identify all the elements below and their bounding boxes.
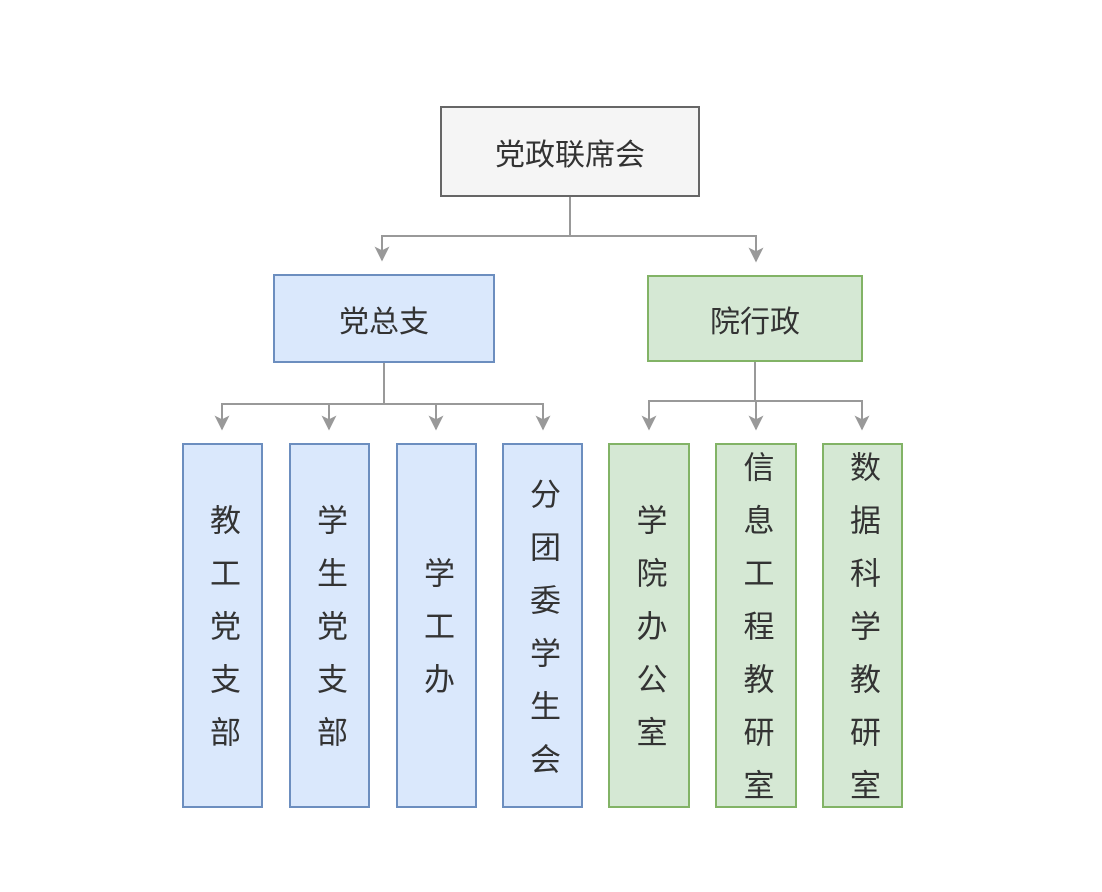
node-data-science-teaching-office-label: 数据科学教研室 (845, 451, 880, 822)
node-party-general-branch: 党总支 (273, 274, 495, 363)
edge-root-to-administration (569, 197, 764, 263)
node-party-general-branch-label: 党总支 (339, 305, 429, 339)
node-student-affairs-office-label: 学工办 (419, 557, 454, 716)
node-youth-league-student-union: 分团委学生会 (502, 443, 583, 808)
node-student-affairs-office: 学工办 (396, 443, 477, 808)
edge-admin-to-data-science (754, 362, 870, 431)
node-student-party-branch: 学生党支部 (289, 443, 370, 808)
node-college-office: 学院办公室 (608, 443, 690, 808)
edge-admin-to-college-office (641, 362, 756, 431)
node-college-office-label: 学院办公室 (631, 504, 667, 769)
node-information-engineering-teaching-office-label: 信息工程教研室 (738, 451, 774, 822)
edge-party-to-youth-league-student-union (383, 363, 551, 431)
node-college-administration-label: 院行政 (710, 305, 800, 339)
edge-party-to-student-party-branch (321, 363, 385, 431)
edge-party-to-faculty-party-branch (214, 363, 385, 431)
edge-root-to-party-branch (374, 197, 571, 262)
node-youth-league-student-union-label: 分团委学生会 (525, 477, 560, 796)
node-joint-meeting-label: 党政联席会 (495, 138, 645, 172)
edge-party-to-student-affairs-office (383, 363, 444, 431)
node-student-party-branch-label: 学生党支部 (312, 504, 347, 769)
node-faculty-party-branch-label: 教工党支部 (205, 504, 240, 769)
node-information-engineering-teaching-office: 信息工程教研室 (715, 443, 797, 822)
node-joint-meeting: 党政联席会 (440, 106, 700, 197)
edge-admin-to-information-engineering (748, 362, 764, 431)
node-faculty-party-branch: 教工党支部 (182, 443, 263, 808)
node-college-administration: 院行政 (647, 275, 863, 362)
node-data-science-teaching-office: 数据科学教研室 (822, 443, 903, 822)
